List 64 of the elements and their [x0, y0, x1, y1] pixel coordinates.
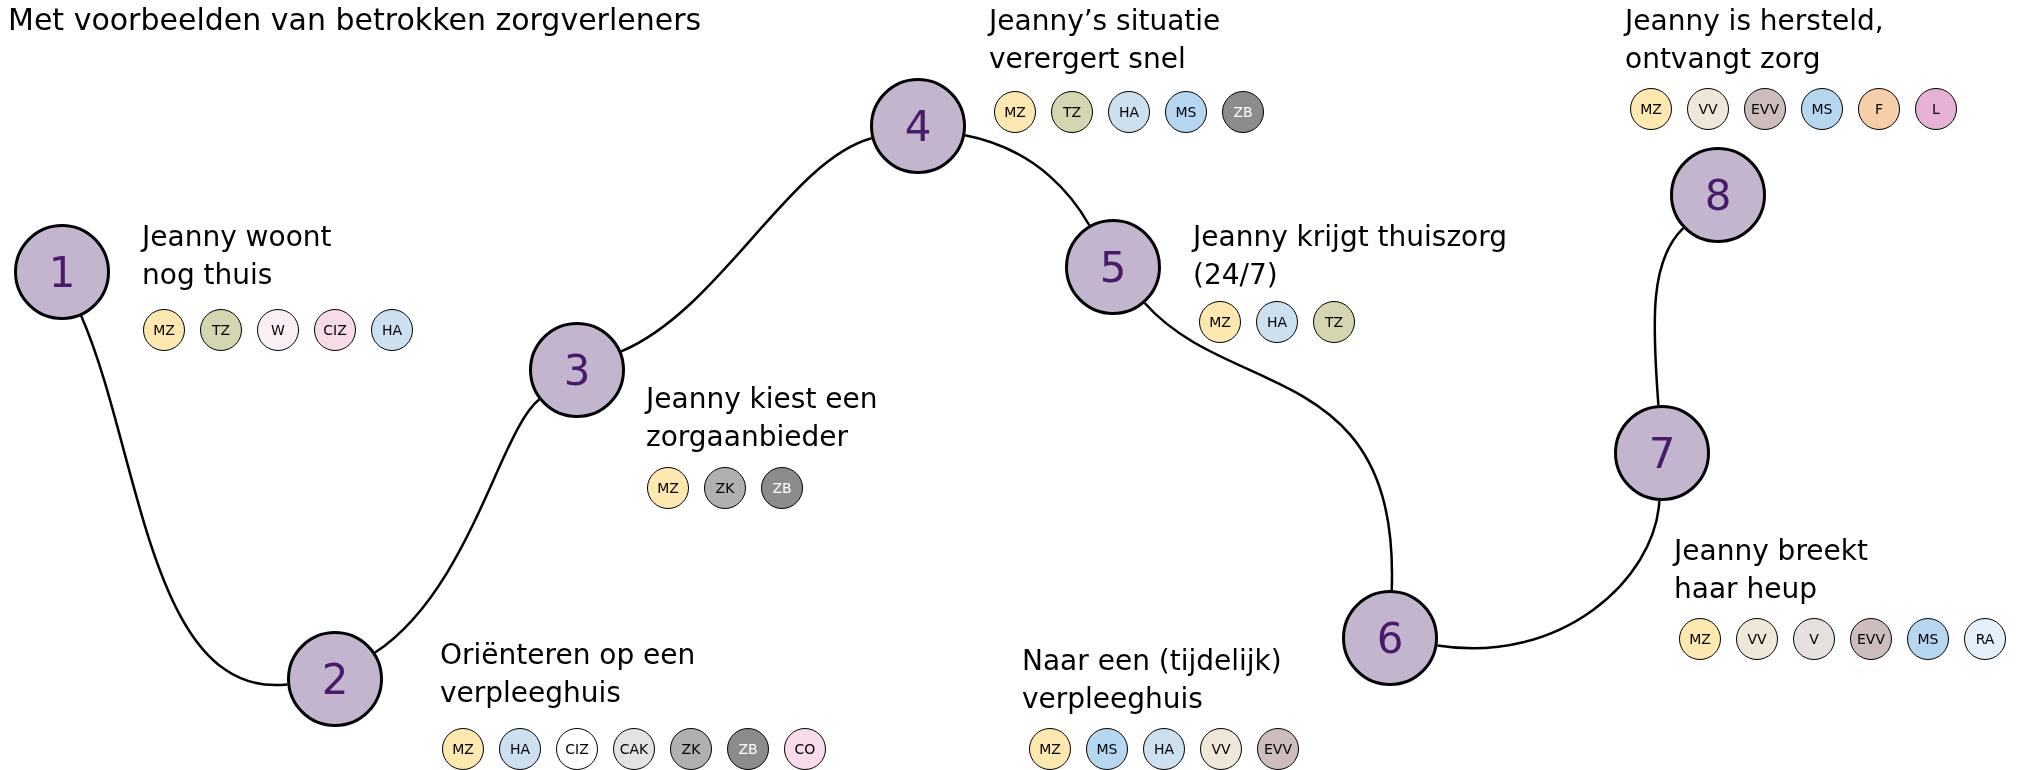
- step-circle: 2: [287, 631, 383, 727]
- role-badge: MZ: [1029, 728, 1071, 770]
- connector-line: [374, 398, 541, 654]
- role-badge: HA: [371, 309, 413, 351]
- step-circle: 4: [870, 78, 966, 174]
- role-badge: MZ: [994, 91, 1036, 133]
- role-badge: MZ: [647, 467, 689, 509]
- role-badge: ZB: [761, 467, 803, 509]
- role-badge: ZK: [670, 728, 712, 770]
- role-badge: MS: [1165, 91, 1207, 133]
- step-circle: 5: [1065, 219, 1161, 315]
- role-badge: MS: [1801, 88, 1843, 130]
- role-badge: VV: [1736, 618, 1778, 660]
- role-badge: MZ: [143, 309, 185, 351]
- role-badge: HA: [499, 728, 541, 770]
- step-heading: Jeanny kiest een zorgaanbieder: [646, 381, 879, 455]
- role-badge: TZ: [1313, 301, 1355, 343]
- role-badge: CIZ: [314, 309, 356, 351]
- step-heading: Jeanny woont nog thuis: [142, 219, 333, 293]
- role-badge: CO: [784, 728, 826, 770]
- step-heading: Naar een (tijdelijk) verpleeghuis: [1022, 643, 1283, 717]
- role-badge: MZ: [1199, 301, 1241, 343]
- connector-line: [964, 134, 1091, 226]
- step-circle: 1: [14, 224, 110, 320]
- role-badge: MZ: [1630, 88, 1672, 130]
- connector-line: [1653, 227, 1685, 406]
- role-badge: F: [1858, 88, 1900, 130]
- role-badge: ZK: [704, 467, 746, 509]
- step-circle: 8: [1670, 147, 1766, 243]
- role-badge: ZB: [1222, 91, 1264, 133]
- role-badge: HA: [1143, 728, 1185, 770]
- role-badge: MS: [1086, 728, 1128, 770]
- step-heading: Oriënteren op een verpleeghuis: [440, 637, 697, 711]
- step-heading: Jeanny’s situatie verergert snel: [989, 3, 1222, 77]
- role-badge: V: [1793, 618, 1835, 660]
- step-circle: 7: [1614, 405, 1710, 501]
- diagram-title: Met voorbeelden van betrokken zorgverleners: [8, 1, 702, 39]
- role-badge: VV: [1200, 728, 1242, 770]
- connector-line: [80, 315, 288, 686]
- role-badge: RA: [1964, 618, 2006, 660]
- step-heading: Jeanny krijgt thuiszorg (24/7): [1193, 219, 1508, 293]
- role-badge: MZ: [1679, 618, 1721, 660]
- role-badge: EVV: [1257, 728, 1299, 770]
- role-badge: ZB: [727, 728, 769, 770]
- role-badge: TZ: [200, 309, 242, 351]
- role-badge: L: [1915, 88, 1957, 130]
- connector-line: [620, 137, 873, 353]
- step-circle: 6: [1342, 590, 1438, 686]
- connector-line: [1437, 500, 1661, 650]
- role-badge: HA: [1256, 301, 1298, 343]
- step-heading: Jeanny is hersteld, ontvangt zorg: [1625, 3, 1885, 77]
- role-badge: MZ: [442, 728, 484, 770]
- role-badge: EVV: [1850, 618, 1892, 660]
- role-badge: TZ: [1051, 91, 1093, 133]
- step-circle: 3: [529, 322, 625, 418]
- role-badge: HA: [1108, 91, 1150, 133]
- role-badge: CAK: [613, 728, 655, 770]
- role-badge: W: [257, 309, 299, 351]
- role-badge: CIZ: [556, 728, 598, 770]
- role-badge: MS: [1907, 618, 1949, 660]
- connector-line: [1143, 302, 1393, 591]
- role-badge: VV: [1687, 88, 1729, 130]
- step-heading: Jeanny breekt haar heup: [1674, 533, 1869, 607]
- role-badge: EVV: [1744, 88, 1786, 130]
